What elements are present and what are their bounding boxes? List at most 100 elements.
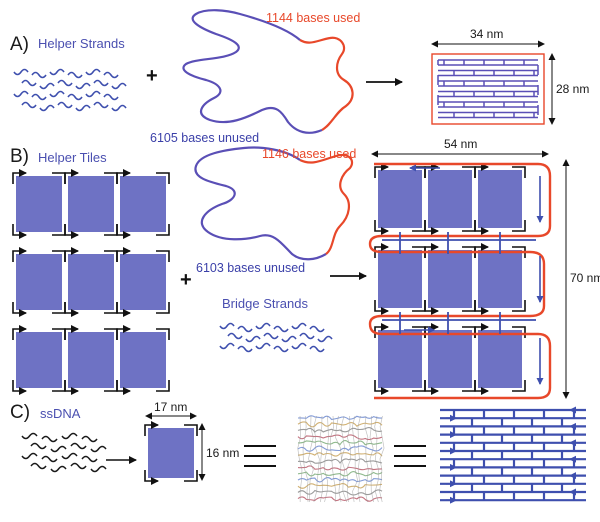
helper-strand <box>93 79 109 87</box>
scaffold-row <box>438 90 538 98</box>
dim-width-b-label: 54 nm <box>444 137 477 151</box>
assembled-tile <box>374 243 426 315</box>
bases-used-b: 1146 bases used <box>262 147 356 161</box>
assembled-tile <box>424 163 476 235</box>
helix-trace <box>297 445 383 452</box>
helper-strand <box>93 101 109 109</box>
helper-strand <box>103 93 119 101</box>
helix-trace <box>297 496 383 502</box>
bridge-strand <box>255 322 271 330</box>
helix-trace <box>319 415 323 503</box>
helix-trace <box>297 458 383 464</box>
helper-strand <box>49 68 65 76</box>
scaffold-path <box>368 162 552 400</box>
assembled-tile <box>424 323 476 395</box>
helper-strand <box>21 101 37 109</box>
helix-trace <box>340 415 348 503</box>
bridge-strand <box>291 342 307 350</box>
helper-strand <box>57 79 73 87</box>
helix-trace <box>357 415 361 503</box>
helper-strands-label: Helper Strands <box>38 36 125 51</box>
ssdna-strand <box>30 462 47 470</box>
bridge-strand <box>309 345 325 353</box>
helper-tile <box>64 169 118 239</box>
helix-trace <box>302 415 309 503</box>
bridge-strands <box>219 322 333 353</box>
scaffold-row <box>438 69 538 77</box>
bridge-strand <box>245 335 261 343</box>
helix-trace <box>297 415 303 503</box>
ssdna-strand <box>41 455 58 463</box>
dim-width-a-label: 34 nm <box>470 27 503 41</box>
helper-tiles-label: Helper Tiles <box>38 150 107 165</box>
plus-a: + <box>146 65 158 87</box>
helper-tile <box>64 247 118 317</box>
dim-width-c-label: 17 nm <box>154 400 187 414</box>
scaffold-row <box>438 80 538 87</box>
assembled-origami-b <box>368 162 552 400</box>
helix-trace <box>297 439 383 446</box>
helper-strand <box>13 68 29 76</box>
bridge-strand <box>317 335 333 343</box>
helper-strand <box>31 71 47 79</box>
helix-trace <box>351 415 359 503</box>
helper-strand <box>75 104 91 112</box>
helix-trace <box>374 415 380 503</box>
ssdna-strand <box>61 432 78 440</box>
bases-used-a: 1144 bases used <box>266 11 360 25</box>
helper-strand <box>111 104 127 112</box>
bases-unused-b: 6103 bases unused <box>196 261 305 275</box>
helper-tiles-grid <box>12 169 170 395</box>
ssdna-strand <box>41 435 58 443</box>
ssdna-strand <box>30 442 47 450</box>
scaffold-loop-a <box>182 9 354 134</box>
helper-tile <box>12 169 66 239</box>
bridge-strand <box>219 342 235 350</box>
helix-trace <box>369 415 375 503</box>
helper-strand <box>39 104 55 112</box>
helper-strand <box>31 93 47 101</box>
helix-trace <box>297 427 383 433</box>
bridge-strand <box>237 345 253 353</box>
panel-a-label: A) <box>10 34 29 55</box>
helper-tile <box>116 325 170 395</box>
ssdna-strands <box>21 432 107 473</box>
helix-trace <box>297 465 383 471</box>
helix-trace <box>297 452 383 457</box>
bridge-strand <box>255 342 271 350</box>
bridge-strand <box>273 345 289 353</box>
ssdna-strand <box>61 452 78 460</box>
ssdna-strand <box>90 465 107 473</box>
helper-strand <box>75 82 91 90</box>
helix-trace <box>297 415 383 421</box>
helix-trace <box>330 415 337 503</box>
molecular-model <box>297 415 385 503</box>
helper-tile <box>116 247 170 317</box>
origami-rect-a <box>431 53 545 125</box>
ssdna-strand <box>90 445 107 453</box>
ssdna-strand <box>70 462 87 470</box>
helix-trace <box>364 415 369 503</box>
assembled-tile <box>474 323 526 395</box>
helper-strand <box>67 93 83 101</box>
helper-strand <box>49 90 65 98</box>
ssdna-strand <box>81 455 98 463</box>
panel-b-label: B) <box>10 146 29 167</box>
assembled-tile <box>474 163 526 235</box>
scaffold-row <box>438 111 538 119</box>
ssdna-strand <box>21 452 38 460</box>
helix-trace <box>308 415 314 503</box>
bridge-strands-label: Bridge Strands <box>222 296 308 311</box>
helper-strand <box>103 71 119 79</box>
ssdna-strand <box>81 435 98 443</box>
helper-tile <box>12 325 66 395</box>
helper-tile <box>116 169 170 239</box>
helix-trace <box>324 415 329 503</box>
bridge-strand <box>281 335 297 343</box>
helper-strand <box>111 82 127 90</box>
bridge-strand <box>291 322 307 330</box>
bases-unused-a: 6105 bases unused <box>150 131 259 145</box>
bridge-strand <box>219 322 235 330</box>
helix-trace <box>346 415 352 503</box>
ssdna-label: ssDNA <box>40 406 81 421</box>
